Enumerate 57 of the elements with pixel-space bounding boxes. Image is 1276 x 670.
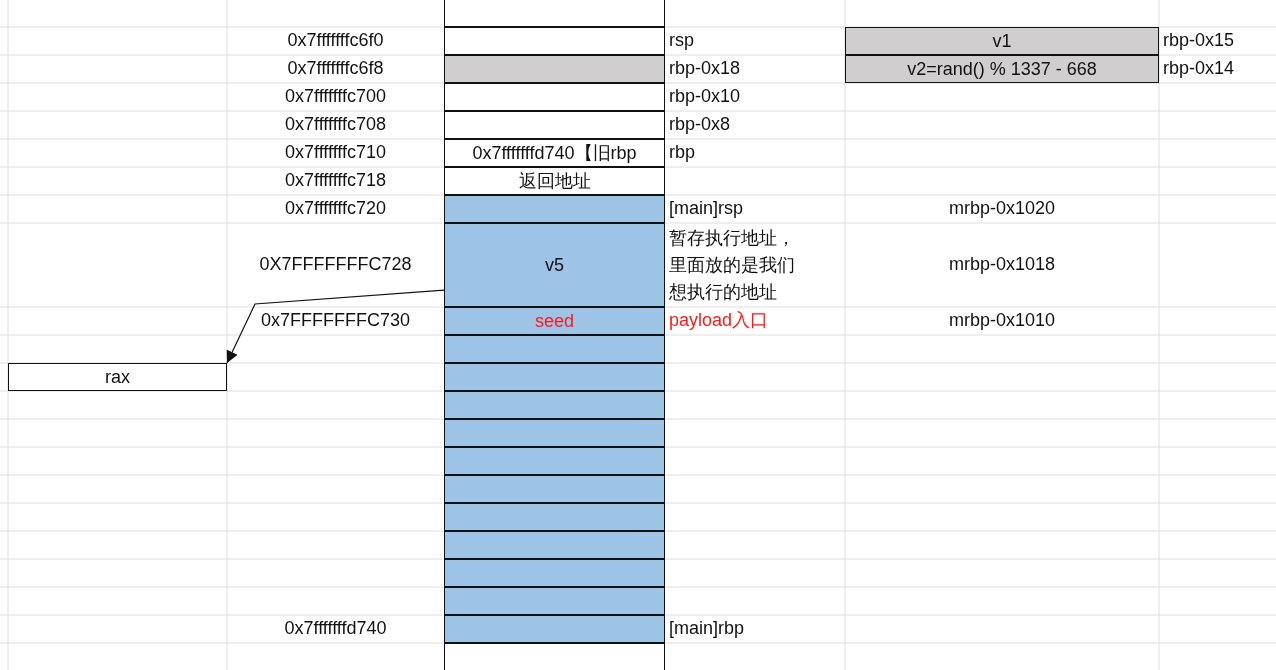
stack-cell [444, 195, 665, 223]
stack-cell [444, 531, 665, 559]
stack-cell [444, 643, 665, 670]
cell-text: v1 [992, 30, 1012, 52]
address-text: 0x7fffffffc6f8 [287, 57, 384, 81]
address-text: 0x7fffffffc6f0 [287, 29, 384, 53]
offset-text: mrbp-0x1010 [948, 309, 1056, 333]
offset-text: mrbp-0x1020 [948, 197, 1056, 221]
stack-cell [444, 27, 665, 55]
address-text: 0x7fffffffc718 [284, 169, 387, 193]
variable-cell [845, 27, 1159, 55]
annotation-text: payload入口 [669, 309, 769, 333]
offset-text: mrbp-0x1018 [948, 253, 1056, 277]
annotation-text: [main]rbp [669, 617, 745, 641]
stack-cell [444, 167, 665, 195]
stack-cell [444, 475, 665, 503]
annotation-text: rbp-0x10 [669, 85, 741, 109]
annotation-text: [main]rsp [669, 197, 744, 221]
stack-cell [444, 615, 665, 643]
annotation-text: 暂存执行地址，里面放的是我们想执行的地址 [669, 226, 796, 304]
annotation-text: rsp [669, 29, 694, 53]
stack-cell [444, 587, 665, 615]
address-text: 0x7fffffffc708 [284, 113, 387, 137]
address-text: 0x7fffffffc710 [284, 141, 387, 165]
annotation-text: rbp-0x15 [1163, 29, 1235, 53]
annotation-text: rbp-0x8 [669, 113, 731, 137]
stack-cell [444, 139, 665, 167]
register-box [8, 363, 227, 391]
stack-cell [444, 419, 665, 447]
stack-cell [444, 447, 665, 475]
stack-cell [444, 111, 665, 139]
annotation-text: rbp-0x18 [669, 57, 741, 81]
stack-cell [444, 223, 665, 307]
address-text: 0X7FFFFFFFC728 [259, 253, 412, 277]
annotation-text: rbp [669, 141, 695, 165]
annotation-text: rbp-0x14 [1163, 57, 1235, 81]
cell-text: v2=rand() % 1337 - 668 [907, 58, 1097, 80]
cell-text: 返回地址 [518, 170, 591, 193]
stack-cell [444, 55, 665, 83]
address-text: 0x7fffffffd740 [284, 617, 387, 641]
stack-cell [444, 83, 665, 111]
cell-text: 0x7fffffffd740【旧rbp [472, 142, 637, 165]
cell-text: rax [105, 366, 130, 388]
stack-cell [444, 391, 665, 419]
address-text: 0x7fffffffc720 [284, 197, 387, 221]
stack-cell [444, 559, 665, 587]
variable-cell [845, 55, 1159, 83]
address-text: 0x7fffffffc700 [284, 85, 387, 109]
stack-cell [444, 363, 665, 391]
arrow [226, 289, 445, 364]
stack-cell [444, 335, 665, 363]
address-text: 0x7FFFFFFFC730 [261, 309, 410, 333]
cell-text: seed [534, 310, 574, 332]
stack-cell [444, 0, 665, 27]
cell-text: v5 [545, 254, 564, 276]
stack-cell [444, 503, 665, 531]
stack-cell [444, 307, 665, 335]
